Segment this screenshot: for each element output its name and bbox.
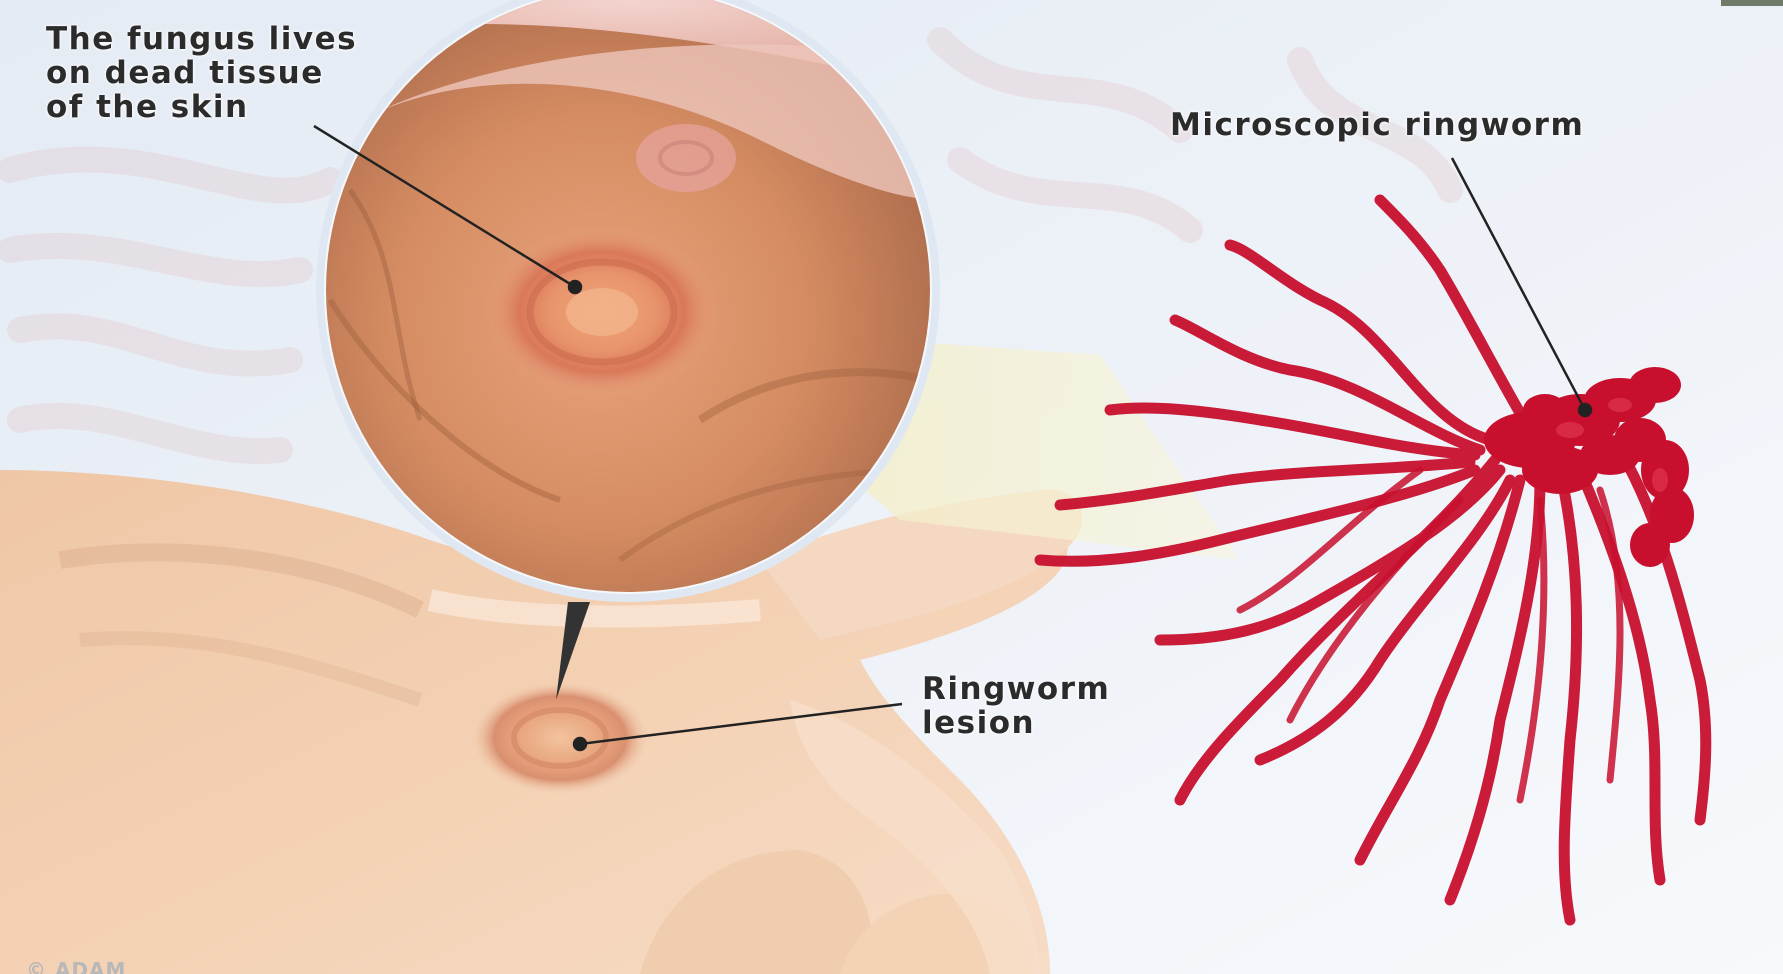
- label-microscopic-ringworm: Microscopic ringworm: [1170, 108, 1584, 142]
- label-lesion-line-1: Ringworm: [922, 672, 1110, 706]
- label-microscopic-text: Microscopic ringworm: [1170, 108, 1584, 142]
- label-fungus-line-1: The fungus lives: [46, 22, 357, 56]
- label-fungus-line-2: on dead tissue: [46, 56, 357, 90]
- leader-dot-lesion: [574, 738, 586, 750]
- leader-dot-fungus: [569, 281, 581, 293]
- label-ringworm-lesion: Ringworm lesion: [922, 672, 1110, 740]
- copyright-watermark: © ADAM: [26, 958, 126, 974]
- leader-dot-microscopic: [1579, 404, 1591, 416]
- label-lesion-line-2: lesion: [922, 706, 1110, 740]
- label-fungus-line-3: of the skin: [46, 90, 357, 124]
- label-fungus-lives: The fungus lives on dead tissue of the s…: [46, 22, 357, 124]
- magnified-skin-circle: [316, 0, 940, 602]
- corner-tab: [1721, 0, 1783, 6]
